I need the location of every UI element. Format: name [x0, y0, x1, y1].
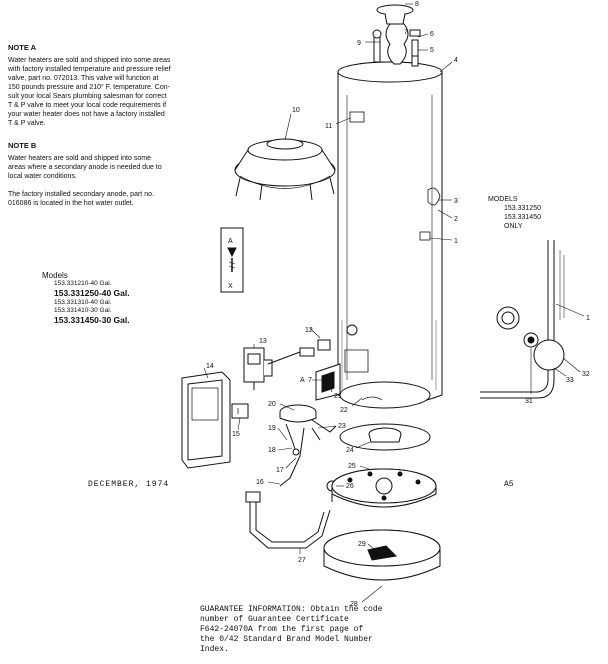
- callout-24: 24: [346, 447, 354, 454]
- callout-33: 33: [566, 377, 574, 384]
- callout-7b: 7: [308, 377, 312, 384]
- callout-labels: 8 6 9 5 7 4 10 11 3 2 1 A X 12 13 A 7 21…: [206, 1, 590, 608]
- page-code: A5: [504, 480, 514, 489]
- note-b-line: The factory installed secondary anode, p…: [8, 191, 154, 198]
- guarantee-line: GUARANTEE INFORMATION: Obtain the code: [200, 605, 383, 614]
- callout-19: 19: [268, 425, 276, 432]
- callout-18: 18: [268, 447, 276, 454]
- note-b-line: Water heaters are sold and shipped into …: [8, 155, 151, 162]
- model-entry: 153.331450-30 Gal.: [54, 315, 130, 325]
- callout-29: 29: [358, 541, 366, 548]
- models-detail-heading: MODELS: [488, 196, 518, 203]
- callout-12: 12: [305, 327, 313, 334]
- callout-7: 7: [404, 29, 408, 36]
- pilot-assembly: [279, 423, 321, 487]
- callout-31: 31: [525, 398, 533, 405]
- models-heading: Models: [42, 271, 68, 280]
- guarantee-line: number of Guarantee Certificate: [200, 615, 349, 624]
- guarantee-line: the 0/42 Standard Brand Model Number: [200, 635, 373, 644]
- callout-25: 25: [348, 463, 356, 470]
- note-a-line: your water heater does not have a factor…: [8, 111, 165, 118]
- callout-14: 14: [206, 363, 214, 370]
- base-pan-25: [331, 468, 437, 508]
- note-a-title: NOTE A: [8, 43, 37, 52]
- note-a-line: sult your local Sears plumbing salesman …: [8, 93, 167, 100]
- callout-21: 21: [334, 393, 342, 400]
- models-detail-list: MODELS 153.331250 153.331450 ONLY: [488, 195, 568, 231]
- shield-24: [339, 423, 431, 451]
- callout-1: 1: [454, 238, 458, 245]
- anode-rod-detail: [480, 240, 565, 399]
- callout-2: 2: [454, 216, 458, 223]
- callout-1b: 1: [586, 315, 590, 322]
- burner: [279, 404, 337, 433]
- anode-bottom-label: X: [228, 283, 233, 290]
- callout-A: A: [300, 377, 305, 384]
- models-list: Models 153.331210-40 Gal. 153.331250-40 …: [42, 271, 172, 326]
- tank-body: [337, 61, 443, 406]
- model-entry: 153.331310-40 Gal.: [54, 299, 112, 306]
- bottom-pan-28: [323, 529, 441, 581]
- model-entry: 153.331410-30 Gal.: [54, 307, 112, 314]
- gas-control: [243, 347, 273, 390]
- callout-16: 16: [256, 479, 264, 486]
- issue-date: DECEMBER, 1974: [88, 480, 170, 489]
- models-detail-entry: 153.331450: [504, 214, 541, 221]
- note-b-line: local water conditions.: [8, 173, 77, 180]
- leader-lines: [203, 3, 585, 603]
- anode-top-label: A: [228, 238, 233, 245]
- note-a-line: valve, part no. 072013. This valve will …: [8, 75, 159, 82]
- callout-6: 6: [430, 31, 434, 38]
- callout-32: 32: [582, 371, 590, 378]
- callout-11: 11: [325, 123, 332, 130]
- callout-26: 26: [346, 483, 354, 490]
- models-detail-entry: 153.331250: [504, 205, 541, 212]
- guarantee-line: Index.: [200, 645, 229, 654]
- note-a-line: Water heaters are sold and shipped into …: [8, 57, 171, 64]
- draft-hood: [234, 138, 336, 201]
- callout-10: 10: [292, 107, 300, 114]
- heat-shield-22: [339, 381, 431, 409]
- model-entry: 153.331210-40 Gal.: [54, 280, 112, 287]
- bracket: [231, 403, 249, 419]
- note-a-line: T & P valve.: [8, 120, 46, 127]
- drain-valve-detail: [496, 306, 565, 371]
- note-a-line: with factory installed temperature and p…: [8, 66, 171, 73]
- outer-door: [181, 371, 231, 469]
- callout-5: 5: [430, 47, 434, 54]
- callout-13: 13: [259, 338, 267, 345]
- guarantee-info: GUARANTEE INFORMATION: Obtain the code n…: [200, 605, 470, 655]
- callout-28: 28: [350, 601, 358, 608]
- note-b-line: areas where a secondary anode is needed …: [8, 164, 162, 171]
- callout-15: 15: [232, 431, 240, 438]
- callout-8: 8: [415, 1, 419, 8]
- callout-27: 27: [298, 557, 306, 564]
- guarantee-line: F642-24070A from the first page of: [200, 625, 364, 634]
- inner-door: [315, 363, 341, 401]
- callout-17: 17: [276, 467, 284, 474]
- note-b-title: NOTE B: [8, 141, 37, 150]
- model-entry: 153.331250-40 Gal.: [54, 288, 130, 298]
- manifold-tube: [245, 491, 331, 549]
- note-a-body: Water heaters are sold and shipped into …: [8, 56, 171, 128]
- note-b-body: Water heaters are sold and shipped into …: [8, 154, 162, 208]
- note-a-line: T & P valve to meet your local code requ…: [8, 102, 167, 109]
- callout-20: 20: [268, 401, 276, 408]
- fittings: [267, 324, 358, 365]
- note-b-line: 016086 is located in the hot water outle…: [8, 200, 134, 207]
- anode-detail: [220, 227, 244, 293]
- callout-22: 22: [340, 407, 348, 414]
- models-detail-footer: ONLY: [504, 223, 523, 230]
- note-a-line: 150 pounds pressure and 210° F. temperat…: [8, 84, 170, 91]
- relief-valve-assembly: [372, 4, 421, 67]
- callout-23: 23: [338, 423, 346, 430]
- callout-9: 9: [357, 40, 361, 47]
- note-b-line: [8, 181, 162, 190]
- callout-4: 4: [454, 57, 458, 64]
- callout-3: 3: [454, 198, 458, 205]
